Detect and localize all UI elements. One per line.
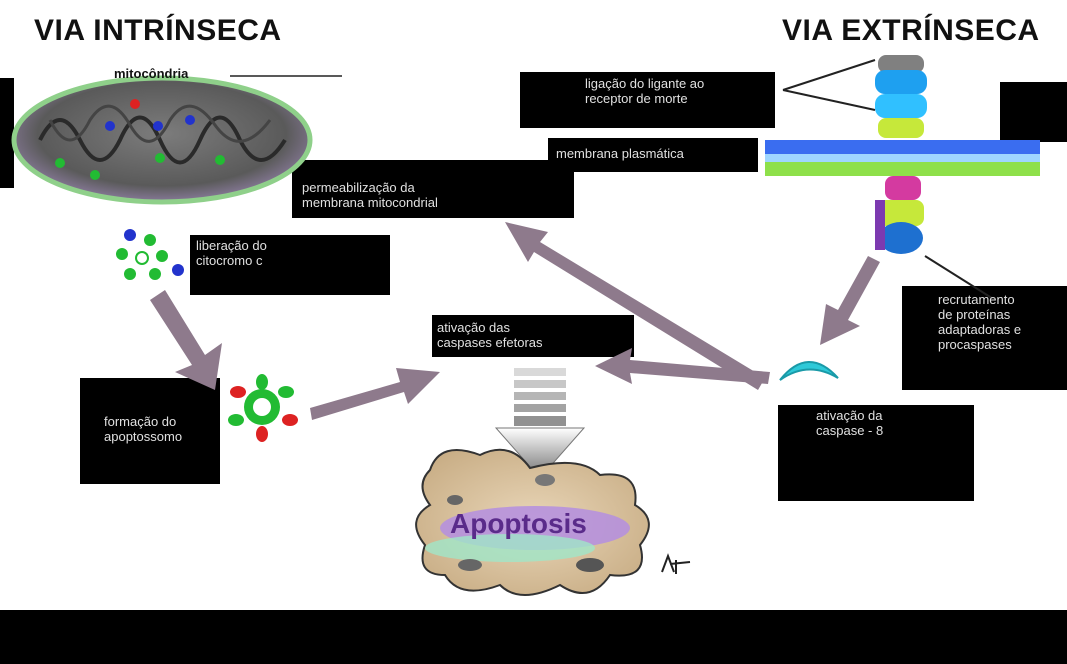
box-formacao	[80, 378, 220, 484]
label-ligacao: ligação do ligante ao receptor de morte	[585, 76, 705, 106]
pathway-arrows	[150, 222, 880, 420]
label-membrana: membrana plasmática	[556, 146, 684, 161]
label-permeabilizacao: permeabilização da membrana mitocondrial	[302, 180, 438, 210]
death-receptor-illustration	[765, 55, 1040, 301]
cytochrome-c-cluster	[116, 229, 184, 280]
artist-signature-mark	[661, 553, 691, 574]
apoptotic-cell-illustration	[415, 448, 650, 596]
box-caspase8	[778, 405, 974, 501]
label-liberacao: liberação do citocromo c	[196, 238, 267, 268]
box-right-edge	[1000, 82, 1067, 142]
label-mitocondria: mitocôndria	[114, 66, 189, 81]
label-ativacao-caspase8: ativação da caspase - 8	[816, 408, 884, 438]
box-ligacao	[520, 72, 775, 128]
box-left-edge	[0, 78, 14, 188]
mitochondrion-illustration	[11, 75, 313, 205]
label-recrutamento: recrutamento de proteínas adaptadoras e …	[938, 292, 1022, 352]
label-ativacao-efetoras: ativação das caspases efetoras	[437, 320, 543, 350]
box-liberacao	[190, 235, 390, 295]
label-formacao: formação do apoptossomo	[104, 414, 183, 444]
box-recrutamento	[902, 286, 1067, 390]
apoptosome-illustration	[228, 374, 298, 442]
title-via-intrinseca: VIA INTRÍNSECA	[34, 14, 282, 47]
title-via-extrinseca: VIA EXTRÍNSECA	[782, 14, 1040, 47]
box-ativacao-efetoras	[432, 315, 634, 357]
apoptosis-down-arrow	[494, 368, 586, 479]
label-apoptosis: Apoptosis	[450, 508, 587, 539]
box-permeabilizacao	[292, 160, 574, 218]
box-membrana	[548, 138, 758, 172]
caspase-8-illustration	[779, 361, 839, 381]
